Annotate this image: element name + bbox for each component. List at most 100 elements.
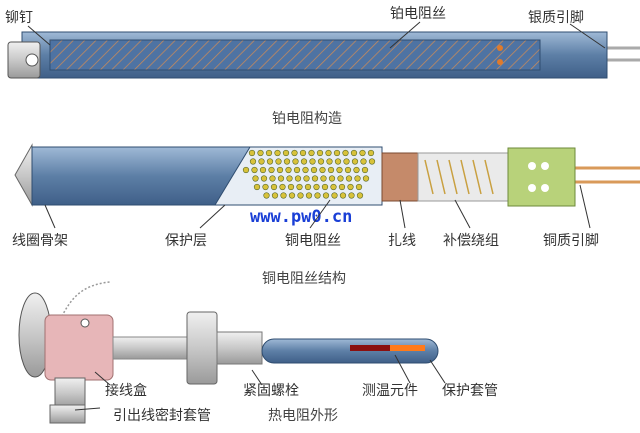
rivet bbox=[7, 41, 41, 79]
copper-wire-bead bbox=[291, 149, 298, 157]
copper-wire-bead bbox=[248, 149, 256, 157]
copper-wire-bead bbox=[331, 192, 338, 199]
copper-wire-bead bbox=[292, 158, 299, 165]
chain bbox=[59, 281, 111, 321]
copper-wire-bead bbox=[300, 158, 308, 165]
copper-wire-bead bbox=[343, 158, 350, 165]
copper-wire-bead bbox=[309, 158, 316, 165]
copper-wire-bead bbox=[257, 149, 264, 157]
copper-wire-bead bbox=[351, 158, 359, 165]
copper-rtd-construction: www.pw0.cn 线圈骨架 保护层 铜电阻丝 扎线 补偿绕组 铜质引脚 铜电… bbox=[12, 143, 640, 287]
label-copper-wire: 铜电阻丝 bbox=[285, 233, 341, 249]
copper-pin-connector bbox=[507, 147, 576, 207]
title-exterior: 热电阻外形 bbox=[268, 408, 338, 424]
compensation-winding bbox=[417, 152, 511, 202]
copper-wire-bead bbox=[305, 192, 313, 199]
copper-wire-bead bbox=[251, 166, 258, 174]
copper-wire-bead bbox=[355, 183, 363, 191]
copper-wire-bead bbox=[314, 192, 321, 199]
title-platinum: 铂电阻构造 bbox=[272, 111, 342, 127]
fastening-bolt bbox=[216, 331, 263, 365]
copper-wire-bead bbox=[282, 149, 290, 157]
copper-wire-bead bbox=[320, 175, 327, 182]
copper-wire-bead bbox=[299, 149, 307, 157]
copper-wire-bead bbox=[276, 166, 284, 174]
copper-wire-bead bbox=[253, 183, 261, 191]
copper-wire-bead bbox=[327, 166, 335, 174]
copper-wire-bead bbox=[313, 183, 320, 191]
copper-wire-bead bbox=[262, 183, 269, 191]
copper-wire-bead bbox=[308, 149, 315, 157]
copper-wire-bead bbox=[258, 158, 265, 165]
copper-wire-bead bbox=[310, 166, 318, 174]
copper-wire-bead bbox=[362, 175, 370, 182]
label-platinum-wire: 铂电阻丝 bbox=[390, 6, 446, 22]
copper-wire-bead bbox=[361, 166, 369, 174]
copper-wire-bead bbox=[367, 149, 375, 157]
copper-wire-bead bbox=[334, 158, 342, 165]
sensor-element bbox=[350, 345, 390, 351]
title-copper: 铜电阻丝结构 bbox=[262, 271, 346, 287]
copper-wire-bead bbox=[274, 149, 281, 157]
copper-wire-bead bbox=[277, 175, 285, 182]
copper-wire-bead bbox=[286, 175, 293, 182]
copper-wire-bead bbox=[336, 166, 343, 174]
copper-wire-bead bbox=[271, 192, 279, 199]
platinum-rtd-construction: 铆钉 铂电阻丝 银质引脚 铂电阻构造 bbox=[5, 6, 640, 127]
label-fastening-bolt: 紧固螺栓 bbox=[243, 383, 299, 399]
copper-wire-bead bbox=[353, 166, 360, 174]
copper-wire-bead bbox=[354, 175, 361, 182]
copper-wire-bead bbox=[325, 149, 332, 157]
copper-wire-bead bbox=[269, 175, 276, 182]
label-sensor-element: 测温元件 bbox=[362, 383, 418, 399]
copper-wire-bead bbox=[337, 175, 344, 182]
copper-wire-bead bbox=[356, 192, 364, 199]
copper-wire-bead bbox=[359, 149, 366, 157]
copper-wire-bead bbox=[311, 175, 319, 182]
copper-wire-bead bbox=[319, 166, 326, 174]
junction-box bbox=[44, 314, 114, 381]
label-protective-layer: 保护层 bbox=[165, 233, 207, 249]
copper-wire-bead bbox=[266, 158, 274, 165]
label-compensation-winding: 补偿绕组 bbox=[443, 233, 499, 249]
copper-wire-bead bbox=[275, 158, 282, 165]
label-protective-sheath: 保护套管 bbox=[442, 383, 498, 399]
copper-wire-bead bbox=[283, 158, 291, 165]
copper-wire-bead bbox=[279, 183, 286, 191]
copper-wire-bead bbox=[303, 175, 310, 182]
copper-wire-bead bbox=[287, 183, 295, 191]
tie-wire bbox=[381, 152, 419, 202]
copper-wire-bead bbox=[316, 149, 324, 157]
copper-wire-bead bbox=[360, 158, 367, 165]
copper-wire-bead bbox=[345, 175, 353, 182]
copper-wire-bead bbox=[304, 183, 312, 191]
lead-seal-sleeve bbox=[54, 377, 86, 409]
hex-nut bbox=[186, 311, 218, 385]
copper-wire-bead bbox=[294, 175, 302, 182]
label-copper-pins: 铜质引脚 bbox=[543, 233, 599, 249]
copper-wire-bead bbox=[339, 192, 347, 199]
label-lead-seal-sleeve: 引出线密封套管 bbox=[113, 407, 211, 424]
copper-wire-bead bbox=[350, 149, 358, 157]
copper-wire-bead bbox=[263, 192, 270, 199]
copper-wire-bead bbox=[285, 166, 292, 174]
copper-wire-bead bbox=[326, 158, 333, 165]
copper-wire-bead bbox=[344, 166, 352, 174]
copper-wire-bead bbox=[302, 166, 309, 174]
copper-wire-bead bbox=[347, 183, 354, 191]
copper-wire-bead bbox=[317, 158, 325, 165]
copper-wire-bead bbox=[252, 175, 259, 182]
copper-wire-bead bbox=[293, 166, 301, 174]
copper-wire-bead bbox=[330, 183, 337, 191]
label-silver-pins: 银质引脚 bbox=[528, 10, 584, 26]
label-rivet: 铆钉 bbox=[5, 10, 33, 26]
copper-wire-bead bbox=[296, 183, 303, 191]
copper-wire-bead bbox=[321, 183, 329, 191]
cone-tip bbox=[14, 143, 33, 207]
copper-wire-beads bbox=[242, 149, 376, 199]
watermark: www.pw0.cn bbox=[250, 207, 352, 227]
label-tie-wire: 扎线 bbox=[388, 233, 416, 249]
platinum-wire-coil bbox=[49, 39, 541, 71]
copper-wire-bead bbox=[280, 192, 287, 199]
